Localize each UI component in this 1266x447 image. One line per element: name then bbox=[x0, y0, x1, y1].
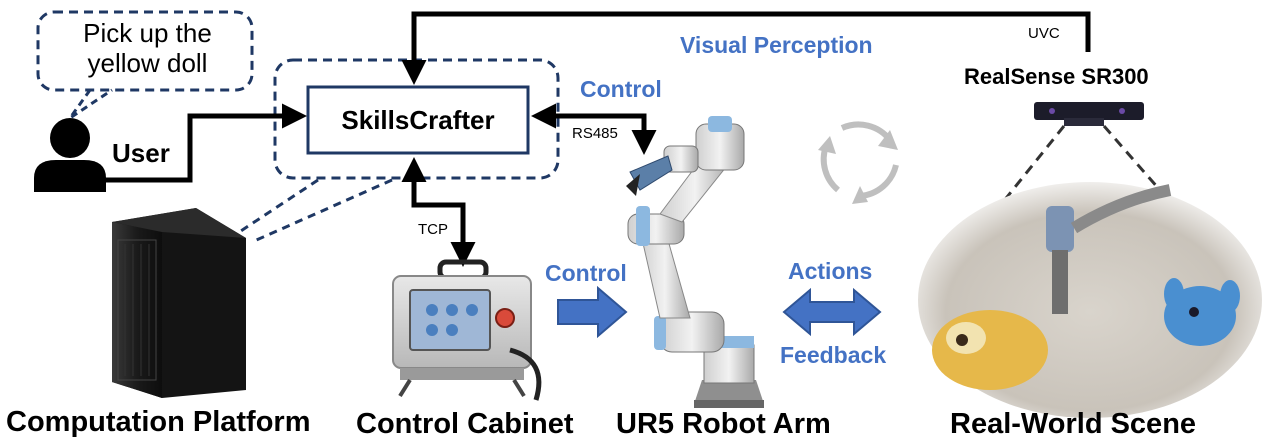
computation-platform-caption: Computation Platform bbox=[6, 406, 311, 438]
tcp-label: TCP bbox=[418, 221, 448, 238]
rs485-arrow-down bbox=[560, 113, 657, 155]
speech-bubble-text: Pick up the yellow doll bbox=[83, 18, 212, 78]
uvc-line bbox=[401, 11, 1091, 85]
speech-bubble bbox=[36, 10, 254, 120]
control-cabinet-image bbox=[392, 259, 542, 401]
real-world-scene-image bbox=[918, 182, 1262, 418]
computation-platform-image bbox=[112, 208, 246, 398]
robot-arm-image bbox=[626, 116, 764, 408]
uvc-label: UVC bbox=[1028, 25, 1060, 42]
real-world-scene-caption: Real-World Scene bbox=[950, 408, 1197, 440]
user-label: User bbox=[112, 138, 170, 168]
actions-label: Actions bbox=[788, 258, 873, 284]
rs485-label: RS485 bbox=[572, 125, 618, 142]
control-cabinet-caption: Control Cabinet bbox=[356, 408, 574, 440]
cycle-icon bbox=[818, 121, 899, 204]
control-mid-label: Control bbox=[545, 260, 627, 286]
actions-feedback-arrow bbox=[782, 287, 882, 337]
realsense-camera-image bbox=[1034, 102, 1144, 126]
control-arrow bbox=[557, 285, 628, 339]
skillscrafter-label: SkillsCrafter bbox=[341, 104, 495, 135]
camera-label: RealSense SR300 bbox=[964, 64, 1149, 89]
user-icon bbox=[34, 118, 106, 192]
platform-link-right bbox=[251, 178, 393, 244]
feedback-label: Feedback bbox=[780, 342, 887, 368]
skillscrafter-box bbox=[306, 85, 530, 155]
robot-arm-caption: UR5 Robot Arm bbox=[616, 408, 831, 440]
user-to-skillscrafter-arrow bbox=[104, 103, 307, 183]
control-top-label: Control bbox=[580, 76, 662, 102]
tcp-arrow-down bbox=[411, 200, 476, 267]
visual-perception-label: Visual Perception bbox=[680, 32, 873, 58]
